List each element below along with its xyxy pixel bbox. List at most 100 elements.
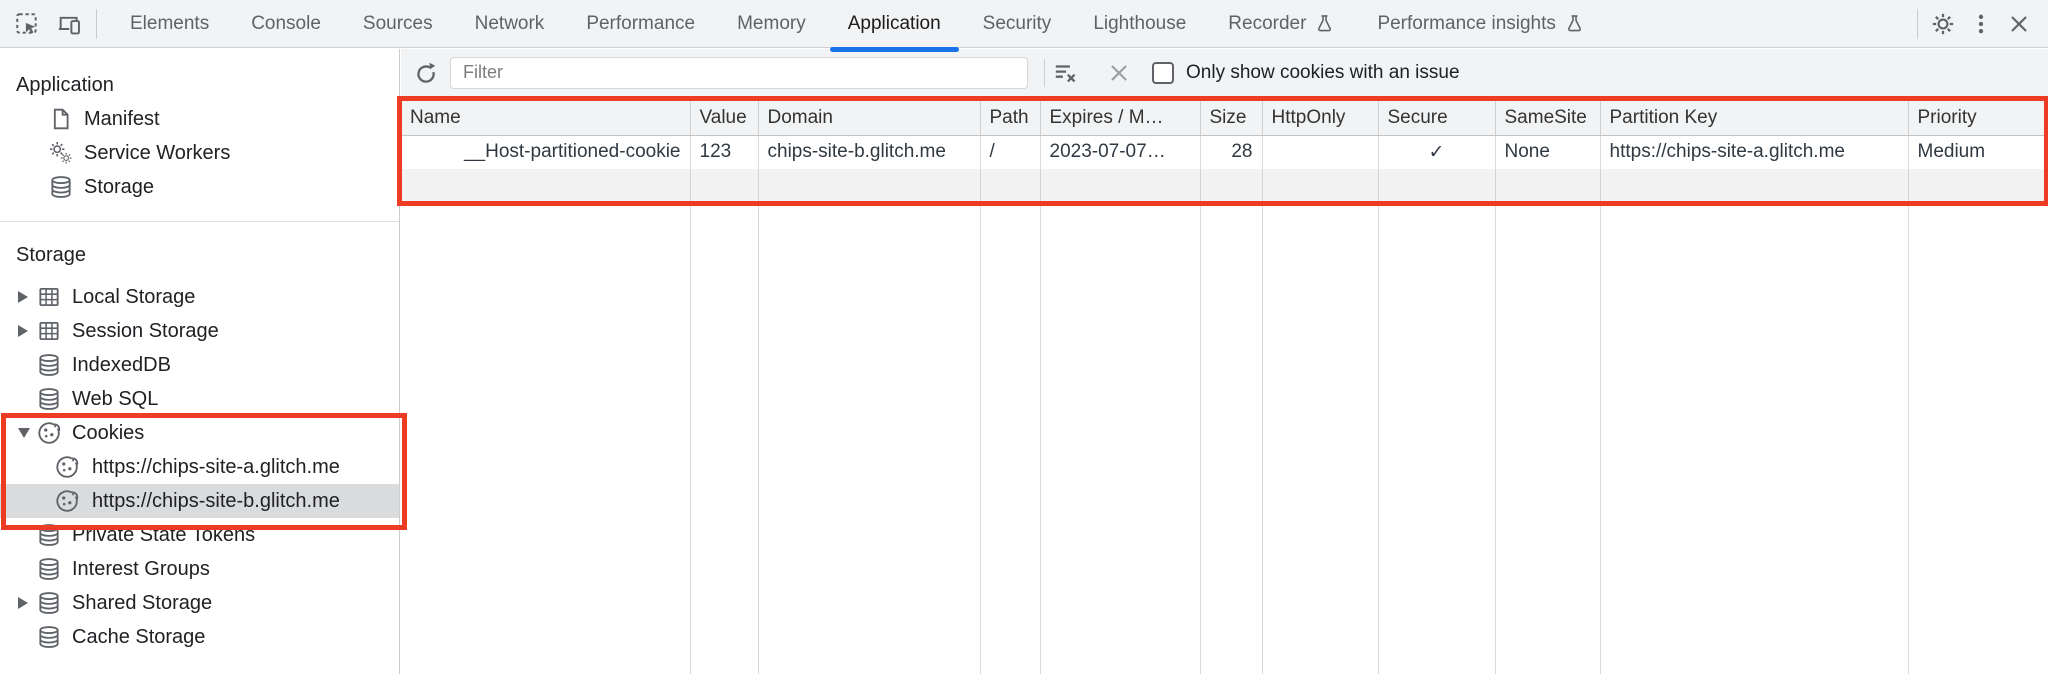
more-options-button[interactable] [1964, 7, 1998, 41]
application-sidebar: Application Manifest Service Workers Sto… [0, 49, 407, 674]
toolbar-divider [1044, 58, 1045, 87]
sidebar-item-manifest[interactable]: Manifest [0, 102, 399, 136]
cell-value[interactable]: 123 [690, 135, 759, 169]
tab-label: Performance [586, 12, 696, 34]
column-header-httponly[interactable]: HttpOnly [1262, 101, 1379, 136]
cell-expires[interactable]: 2023-07-07… [1040, 135, 1201, 169]
column-header-priority[interactable]: Priority [1908, 101, 2048, 136]
cookies-filter-toolbar: Only show cookies with an issue [401, 49, 2048, 96]
toolbar-divider [1917, 8, 1918, 39]
sidebar-item-service-workers[interactable]: Service Workers [0, 136, 399, 170]
tab-application[interactable]: Application [827, 0, 962, 52]
column-header-partition-key[interactable]: Partition Key [1600, 101, 1909, 136]
toolbar-divider [96, 8, 97, 39]
refresh-button[interactable] [409, 56, 443, 90]
cookie-table-row[interactable]: __Host-partitioned-cookie 123 chips-site… [401, 135, 2048, 169]
column-header-domain[interactable]: Domain [758, 101, 981, 136]
database-icon [36, 624, 62, 650]
sidebar-item-label: https://chips-site-b.glitch.me [92, 489, 340, 512]
column-header-samesite[interactable]: SameSite [1495, 101, 1601, 136]
device-toolbar-button[interactable] [52, 7, 86, 41]
column-header-name[interactable]: Name [401, 101, 691, 136]
filter-input[interactable] [450, 56, 1028, 89]
sidebar-item-label: Local Storage [72, 285, 196, 308]
tab-lighthouse[interactable]: Lighthouse [1072, 0, 1207, 47]
delete-selected-button[interactable] [1102, 56, 1136, 90]
cell-httponly[interactable] [1262, 135, 1379, 169]
chevron-right-icon[interactable] [18, 597, 36, 609]
cookie-icon [54, 488, 80, 514]
sidebar-item-label: Service Workers [84, 141, 231, 164]
tab-label: Recorder [1228, 12, 1307, 34]
sidebar-item-label: Private State Tokens [72, 523, 256, 546]
database-icon [36, 386, 62, 412]
cell-domain[interactable]: chips-site-b.glitch.me [758, 135, 981, 169]
refresh-icon [413, 60, 439, 86]
cell-secure-checkmark[interactable]: ✓ [1378, 135, 1496, 169]
database-icon [36, 522, 62, 548]
cookie-icon [54, 454, 80, 480]
cell-priority[interactable]: Medium [1917, 141, 1986, 163]
sidebar-item-session-storage[interactable]: Session Storage [0, 314, 399, 348]
storage-tree: Local Storage Session Storage IndexedDB … [0, 280, 399, 654]
sidebar-item-cache-storage[interactable]: Cache Storage [0, 620, 399, 654]
cell-path[interactable]: / [980, 135, 1041, 169]
chevron-right-icon[interactable] [18, 291, 36, 303]
cell-size[interactable]: 28 [1200, 135, 1263, 169]
database-icon [36, 556, 62, 582]
column-header-secure[interactable]: Secure [1378, 101, 1496, 136]
sidebar-item-indexeddb[interactable]: IndexedDB [0, 348, 399, 382]
cookies-table: Name Value Domain Path Expires / M… Size… [401, 101, 2048, 201]
toolbar-right-controls [1907, 7, 2048, 41]
only-issue-checkbox[interactable] [1152, 61, 1174, 84]
column-header-path[interactable]: Path [980, 101, 1041, 136]
inspect-element-button[interactable] [10, 7, 44, 41]
gear-icon [1930, 11, 1956, 37]
sidebar-item-label: Cache Storage [72, 625, 206, 648]
column-header-size[interactable]: Size [1200, 101, 1263, 136]
sidebar-item-private-state-tokens[interactable]: Private State Tokens [0, 518, 399, 552]
sidebar-item-web-sql[interactable]: Web SQL [0, 382, 399, 416]
tab-recorder[interactable]: Recorder [1207, 0, 1356, 47]
clear-filter-button[interactable] [1048, 56, 1082, 90]
column-header-expires[interactable]: Expires / M… [1040, 101, 1201, 136]
tab-label: Elements [130, 12, 210, 34]
sidebar-item-label: Storage [84, 175, 155, 198]
sidebar-item-local-storage[interactable]: Local Storage [0, 280, 399, 314]
chevron-down-icon[interactable] [18, 428, 36, 438]
tab-memory[interactable]: Memory [716, 0, 827, 47]
tab-performance[interactable]: Performance [565, 0, 716, 47]
panel-tabstrip: Elements Console Sources Network Perform… [109, 0, 1606, 52]
tab-network[interactable]: Network [454, 0, 566, 47]
tab-label: Lighthouse [1093, 12, 1187, 34]
gears-icon [48, 140, 74, 166]
table-icon [36, 318, 62, 344]
column-header-value[interactable]: Value [690, 101, 759, 136]
tab-label: Console [251, 12, 321, 34]
settings-button[interactable] [1926, 7, 1960, 41]
sidebar-item-interest-groups[interactable]: Interest Groups [0, 552, 399, 586]
sidebar-item-cookies-chips-site-a[interactable]: https://chips-site-a.glitch.me [0, 450, 399, 484]
sidebar-item-label: IndexedDB [72, 353, 171, 376]
sidebar-item-cookies-chips-site-b[interactable]: https://chips-site-b.glitch.me [0, 484, 399, 518]
tab-label: Memory [737, 12, 806, 34]
tab-performance-insights[interactable]: Performance insights [1356, 0, 1605, 47]
device-toolbar-icon [56, 11, 82, 37]
tab-security[interactable]: Security [962, 0, 1073, 47]
sidebar-item-storage[interactable]: Storage [0, 170, 399, 204]
cookies-grid-area: Name Value Domain Path Expires / M… Size… [397, 96, 2048, 674]
tab-label: Performance insights [1377, 12, 1556, 34]
tab-sources[interactable]: Sources [342, 0, 454, 47]
cell-samesite[interactable]: None [1495, 135, 1601, 169]
sidebar-item-shared-storage[interactable]: Shared Storage [0, 586, 399, 620]
cell-partition-key[interactable]: https://chips-site-a.glitch.me [1600, 135, 1909, 169]
close-devtools-button[interactable] [2002, 7, 2036, 41]
tab-elements[interactable]: Elements [109, 0, 230, 47]
experiment-flask-icon [1564, 13, 1585, 34]
sidebar-item-label: Web SQL [72, 387, 159, 410]
sidebar-divider [0, 221, 399, 222]
cell-name[interactable]: __Host-partitioned-cookie [401, 135, 691, 169]
chevron-right-icon[interactable] [18, 325, 36, 337]
tab-console[interactable]: Console [230, 0, 342, 47]
sidebar-item-cookies[interactable]: Cookies [0, 416, 399, 450]
